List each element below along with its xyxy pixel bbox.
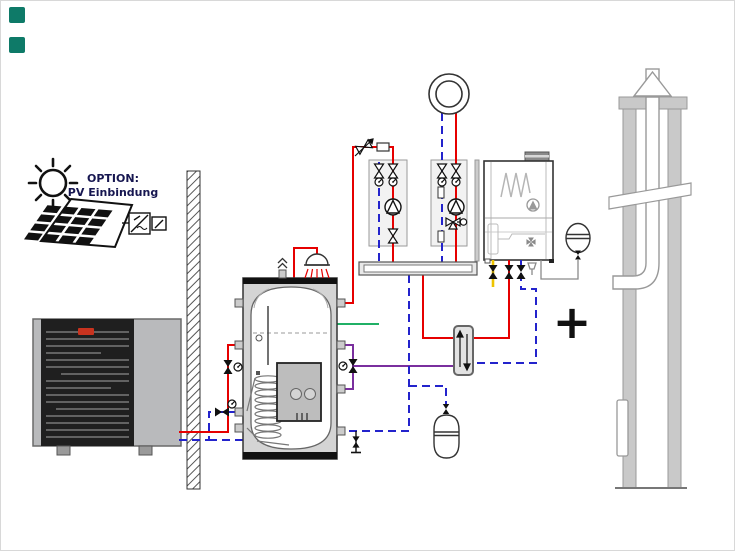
shutoff-valve-icon [215, 407, 229, 417]
thermometer-icon [233, 362, 243, 372]
distribution-manifold [358, 261, 478, 276]
sensor-well-icon [437, 230, 445, 243]
floor-heating-loop [428, 73, 470, 115]
buffer-tank [234, 257, 346, 460]
pv-panel-icon [24, 197, 134, 249]
roof-line [608, 182, 692, 210]
gas-boiler [483, 151, 554, 264]
expansion-pipe [527, 260, 579, 280]
sensor-icon [255, 334, 263, 342]
plate-heat-exchanger [453, 325, 474, 376]
inverter-icon [122, 212, 167, 235]
heat-pump [32, 318, 182, 456]
chimney-access-door [616, 399, 629, 457]
dhw-pipe-purple [345, 344, 454, 390]
vessel-valve-icon [575, 250, 581, 260]
mixing-valve-icon [445, 216, 468, 230]
vessel-valve-icon [442, 403, 450, 415]
circulation-pump-icon [447, 198, 465, 216]
shower-icon [304, 253, 330, 279]
foot [56, 445, 71, 456]
balancing-valve-handle [354, 138, 374, 157]
brand-logo [78, 328, 94, 335]
thermometer-icon [437, 177, 447, 187]
return-pipe-blue [179, 113, 537, 441]
pv-option-group: OPTION: PV Einbindung [24, 157, 167, 249]
sensor-well-icon [437, 186, 445, 199]
siphon-icon [527, 262, 537, 275]
mounting-rail [474, 159, 480, 262]
thermometer-icon [451, 177, 461, 187]
shutoff-valve-icon [516, 265, 526, 279]
house-wall [186, 170, 201, 490]
foot [138, 445, 153, 456]
symbols-layer [215, 138, 581, 454]
thermometer-icon [374, 177, 384, 187]
plus-sign: + [553, 295, 592, 349]
air-vent-icon [277, 257, 288, 269]
option-subtitle: PV Einbindung [68, 186, 158, 199]
shutoff-valve-icon [223, 360, 233, 374]
chimney-flue [608, 68, 692, 489]
heat-exchanger-coil [500, 172, 531, 198]
thermometer-icon [388, 177, 398, 187]
flow-meter [376, 142, 390, 152]
expansion-vessel-boiler [565, 222, 591, 254]
flue-pipe-elbow [612, 96, 660, 290]
option-title: OPTION: [87, 172, 139, 185]
freshwater-module [276, 362, 322, 422]
drain-valve-icon [351, 431, 361, 454]
expansion-vessel-heating [433, 414, 460, 459]
circulation-pump-icon [384, 198, 402, 216]
shutoff-valve-icon [504, 265, 514, 279]
thermometer-icon [338, 361, 348, 371]
badge-icon [9, 7, 25, 23]
thermometer-icon [227, 399, 237, 409]
badge-icon [9, 37, 25, 53]
tank-connections [234, 269, 346, 436]
gas-shutoff-valve-icon [488, 265, 498, 279]
sun-icon [27, 157, 79, 209]
